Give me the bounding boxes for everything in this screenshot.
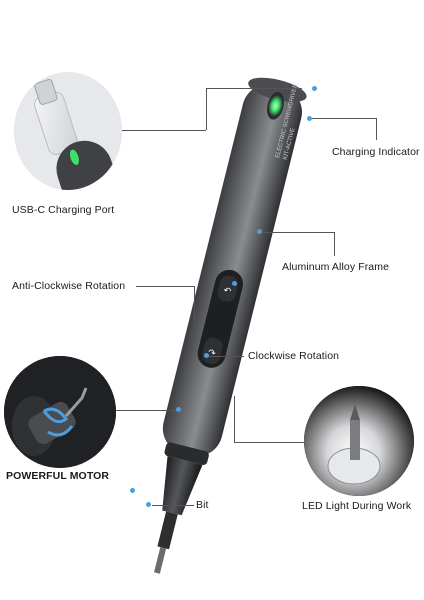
line-frame-v (334, 232, 335, 256)
marker-bit-tip (130, 488, 135, 493)
clockwise-arrow-icon: ↷ (207, 348, 217, 360)
marker-anticlock (232, 281, 237, 286)
motor-closeup (4, 356, 116, 468)
marker-charging (307, 116, 312, 121)
line-anticlock-v (194, 286, 195, 326)
label-motor: POWERFUL MOTOR (6, 470, 110, 482)
device-body: ELECTRIC SCREWDRIVER KIT-ACTIVE ↶ ↷ (154, 77, 307, 574)
label-bit: Bit (196, 499, 209, 511)
marker-clock (204, 353, 209, 358)
line-led-v (234, 396, 235, 442)
line-usb-top (206, 88, 302, 89)
line-charging (312, 118, 376, 119)
line-usb-h (122, 130, 206, 131)
marker-motor (176, 407, 181, 412)
line-led (234, 442, 304, 443)
line-charging-v (376, 118, 377, 140)
label-usb-c-port: USB-C Charging Port (12, 204, 115, 216)
usb-c-closeup (14, 72, 122, 190)
marker-usb (312, 86, 317, 91)
line-bit (152, 505, 194, 506)
label-led-light: LED Light During Work (302, 500, 412, 512)
label-aluminum-frame: Aluminum Alloy Frame (282, 261, 390, 273)
led-closeup (304, 386, 414, 496)
line-frame (262, 232, 334, 233)
line-motor (116, 410, 180, 411)
marker-frame (257, 229, 262, 234)
line-anticlock (136, 286, 194, 287)
label-anticlockwise: Anti-Clockwise Rotation (12, 280, 126, 292)
label-clockwise: Clockwise Rotation (248, 350, 340, 362)
marker-bit (146, 502, 151, 507)
anticlockwise-arrow-icon: ↶ (222, 286, 232, 298)
line-usb-v (206, 88, 207, 130)
label-charging-indicator: Charging Indicator (332, 146, 420, 158)
line-clock (208, 356, 244, 357)
